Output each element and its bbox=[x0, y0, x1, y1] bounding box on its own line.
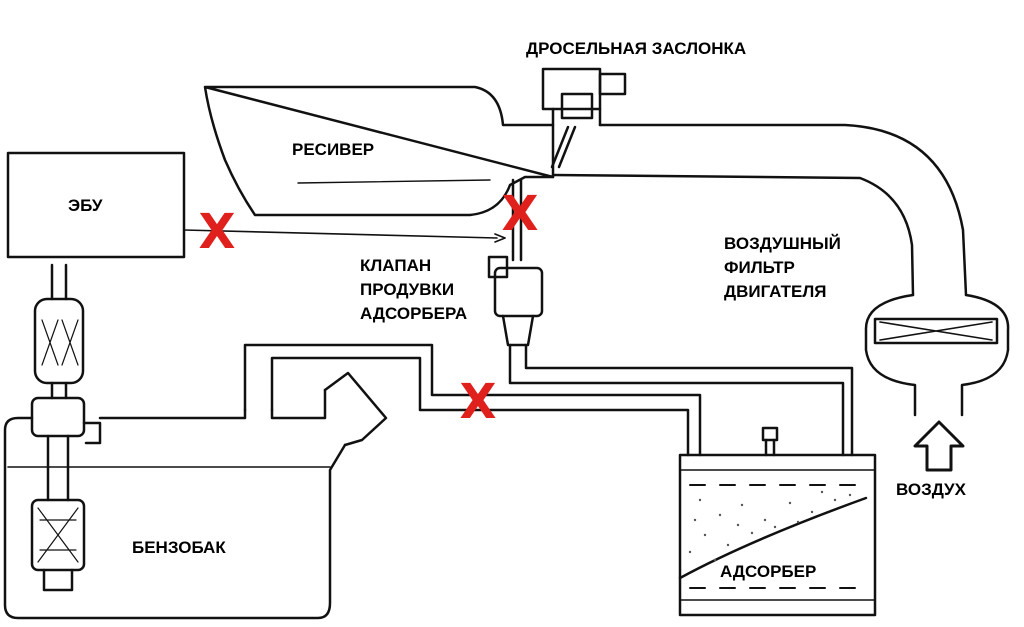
vapor-line bbox=[243, 343, 702, 457]
throttle-plate bbox=[550, 125, 577, 169]
fuel-pump-tube bbox=[46, 434, 70, 502]
fuel-pump-outlet bbox=[82, 421, 102, 445]
air-filter-cross bbox=[879, 321, 993, 341]
air-duct-upper bbox=[598, 123, 968, 297]
fuel-pump-head bbox=[30, 396, 86, 438]
adsorber-label: АДСОРБЕР bbox=[720, 562, 817, 581]
adsorber-charcoal-layer bbox=[678, 496, 868, 580]
throttle-label: ДРОСЕЛЬНАЯ ЗАСЛОНКА bbox=[526, 39, 747, 58]
fuel-tank-body bbox=[3, 388, 347, 620]
air-filter-label: ВОЗДУШНЫЙ ФИЛЬТР ДВИГАТЕЛЯ bbox=[724, 232, 841, 304]
purge-valve-label: КЛАПАН ПРОДУВКИ АДСОРБЕРА bbox=[360, 254, 467, 326]
fuel-strainer-foot bbox=[42, 568, 74, 592]
purge-to-adsorber-hose bbox=[508, 343, 854, 457]
air-filter-element bbox=[873, 317, 999, 345]
adsorber-port-cap bbox=[761, 426, 779, 442]
fuel-filler-neck bbox=[323, 371, 388, 447]
throttle-actuator bbox=[598, 72, 627, 96]
purge-valve-label-line3: АДСОРБЕРА bbox=[360, 304, 468, 323]
fuel-strainer bbox=[30, 498, 86, 572]
adsorber-port-stem bbox=[764, 438, 776, 457]
marker-x-vapor-line: X bbox=[459, 374, 497, 430]
fuel-line-from-ecu bbox=[50, 263, 68, 400]
fuel-tank-label: БЕНЗОБАК bbox=[132, 538, 226, 557]
marker-x-vacuum-hose: X bbox=[501, 186, 539, 242]
receiver-inner-line bbox=[297, 179, 491, 184]
ecu-label: ЭБУ bbox=[68, 196, 103, 215]
purge-valve-body bbox=[493, 266, 544, 318]
fuel-strainer-mesh bbox=[37, 507, 79, 563]
fuel-filter-upper bbox=[33, 297, 85, 385]
purge-vacuum-hose bbox=[511, 178, 523, 262]
air-duct-lower bbox=[551, 173, 915, 297]
marker-x-ecu-wire: X bbox=[198, 204, 236, 260]
ecu-signal-wire bbox=[183, 229, 506, 243]
purge-valve-label-line1: КЛАПАН bbox=[360, 256, 432, 275]
air-filter-housing bbox=[864, 293, 1010, 417]
purge-valve-nozzle bbox=[501, 314, 535, 347]
air-filter-label-line2: ФИЛЬТР bbox=[724, 258, 795, 277]
air-filter-label-line1: ВОЗДУШНЫЙ bbox=[724, 234, 841, 253]
adsorber-inner-lines bbox=[679, 469, 876, 601]
adsorber-canister bbox=[678, 453, 877, 617]
adsorber-charcoal-dots bbox=[688, 490, 852, 562]
fuel-filter-upper-mesh bbox=[41, 319, 79, 366]
receiver-body bbox=[203, 85, 555, 217]
air-filter-label-line3: ДВИГАТЕЛЯ bbox=[724, 282, 827, 301]
receiver-label: РЕСИВЕР bbox=[292, 140, 375, 159]
purge-valve-label-line2: ПРОДУВКИ bbox=[360, 280, 455, 299]
air-inlet-arrow bbox=[913, 420, 965, 472]
throttle-sensor bbox=[560, 92, 594, 120]
air-label: ВОЗДУХ bbox=[896, 480, 966, 499]
ecu-box bbox=[6, 151, 186, 259]
